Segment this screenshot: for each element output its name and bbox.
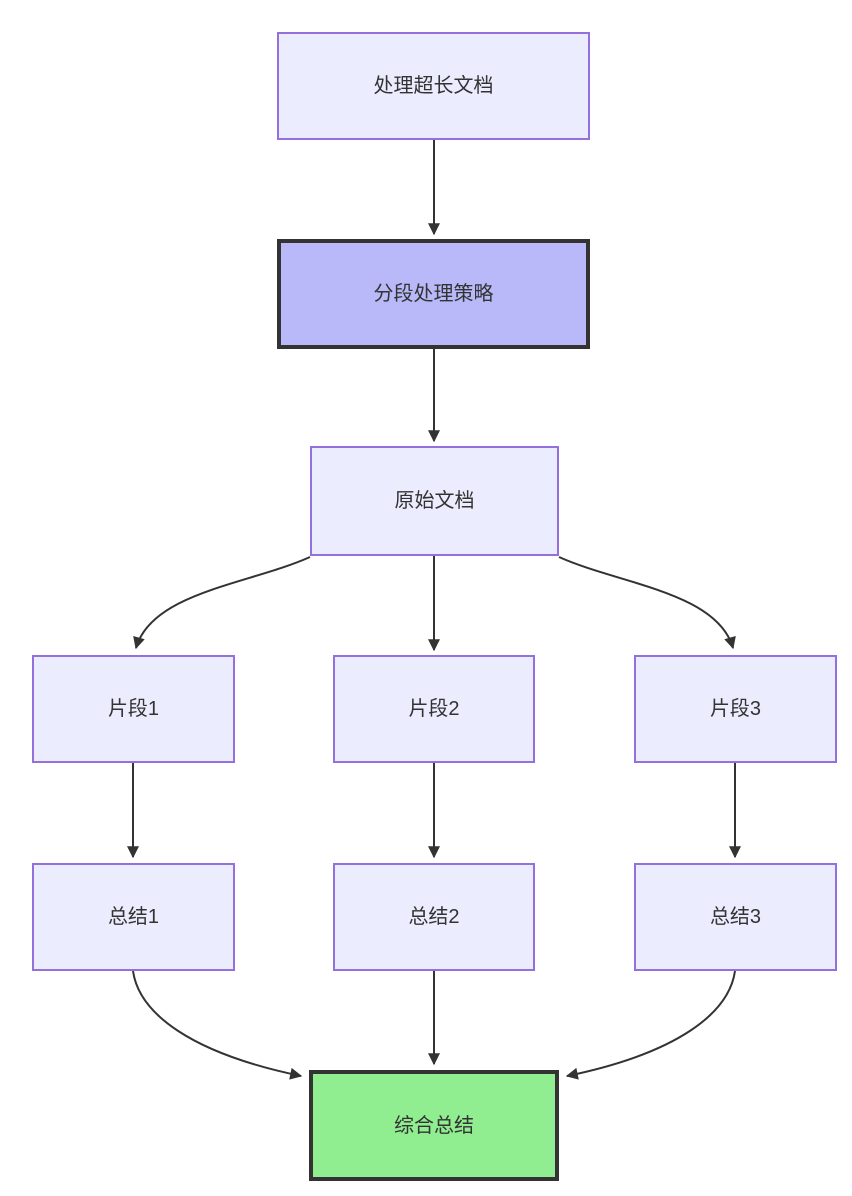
node-source-label: 原始文档 (394, 490, 475, 512)
node-sum3-label: 总结3 (709, 906, 762, 928)
edge-source-frag1 (133, 556, 311, 650)
node-strategy: 分段处理策略 (277, 239, 590, 349)
node-frag3: 片段3 (634, 655, 837, 763)
node-task: 处理超长文档 (277, 32, 590, 140)
edge-sum3-final (565, 970, 736, 1080)
node-sum1-label: 总结1 (107, 906, 160, 928)
node-source: 原始文档 (310, 446, 559, 556)
node-sum2: 总结2 (333, 863, 535, 971)
node-frag1-label: 片段1 (107, 698, 160, 720)
node-frag1: 片段1 (32, 655, 235, 763)
node-frag2-label: 片段2 (408, 698, 460, 720)
node-final: 综合总结 (309, 1070, 559, 1181)
node-sum2-label: 总结2 (408, 906, 460, 928)
node-frag2: 片段2 (333, 655, 535, 763)
node-frag3-label: 片段3 (709, 698, 762, 720)
node-strategy-label: 分段处理策略 (373, 283, 494, 305)
edge-sum1-final (132, 970, 303, 1080)
node-task-label: 处理超长文档 (373, 75, 494, 97)
node-sum1: 总结1 (32, 863, 235, 971)
edge-source-frag3 (558, 556, 736, 650)
node-sum3: 总结3 (634, 863, 837, 971)
node-final-label: 综合总结 (394, 1114, 474, 1137)
